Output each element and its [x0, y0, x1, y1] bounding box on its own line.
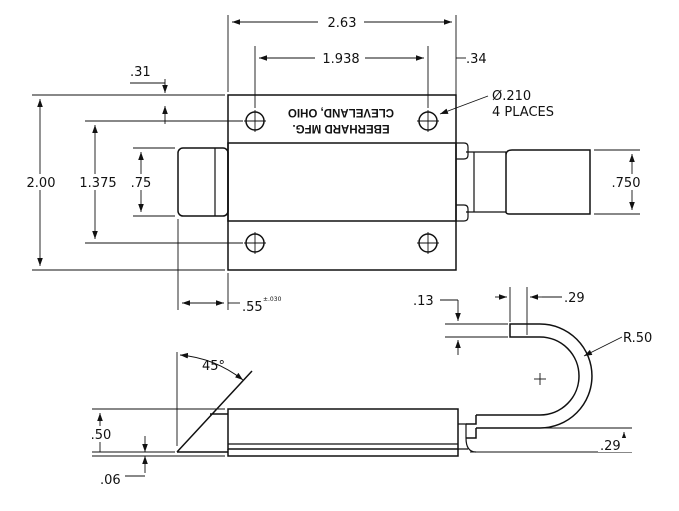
- dim-top-hole-offset: .31: [130, 65, 151, 80]
- engraving-line1: EBERHARD MFG.: [292, 122, 389, 134]
- dim-inner-height: 1.375: [79, 176, 116, 191]
- mounting-hole: [244, 232, 266, 254]
- dim-hole-spacing: 1.938: [322, 52, 359, 67]
- dim-overall-height: 2.00: [27, 176, 56, 191]
- hinge-tab-top: [456, 142, 469, 160]
- dim-bolt-extension: .55: [242, 300, 263, 315]
- top-view-dimensions: 2.63 1.938 .34 .31 Ø.210 4 PLACES 2.00 1…: [18, 12, 648, 315]
- dim-hole-diameter: Ø.210: [492, 89, 531, 104]
- side-base-plate: [227, 449, 459, 457]
- dim-body-height: .50: [91, 428, 112, 443]
- engraving-line2: CLEVELAND, OHIO: [288, 106, 394, 118]
- side-bolt-bevel: [176, 370, 253, 453]
- mounting-hole: [244, 110, 266, 132]
- strike-link: [466, 151, 506, 213]
- dim-bolt-extension-tol: ±.030: [263, 296, 282, 303]
- dim-bolt-height: .75: [131, 176, 152, 191]
- hinge-tab-bottom: [456, 204, 469, 222]
- side-housing: [227, 408, 459, 450]
- housing-channel: [227, 142, 457, 222]
- dim-base-thickness: .06: [100, 473, 121, 488]
- side-view: [176, 323, 593, 457]
- dim-hole-count: 4 PLACES: [492, 105, 554, 120]
- dim-strike-height: .750: [612, 176, 641, 191]
- top-view: EBERHARD MFG. CLEVELAND, OHIO: [177, 94, 591, 271]
- dim-bevel-angle: 45°: [202, 359, 225, 374]
- mounting-hole: [417, 110, 439, 132]
- dim-hook-radius: R.50: [623, 331, 652, 346]
- hook-strike: [466, 323, 593, 439]
- dim-overall-width: 2.63: [328, 16, 357, 31]
- dim-strike-offset: .29: [600, 439, 621, 454]
- dim-hook-gap: .29: [564, 291, 585, 306]
- side-view-dimensions: 45° .50 .06 .13 .29 R.50 .29: [86, 287, 652, 488]
- dim-right-overhang: .34: [466, 52, 487, 67]
- bolt-knob: [177, 147, 229, 217]
- dim-hook-thickness: .13: [413, 294, 434, 309]
- strike-body: [505, 149, 591, 215]
- mounting-hole: [417, 232, 439, 254]
